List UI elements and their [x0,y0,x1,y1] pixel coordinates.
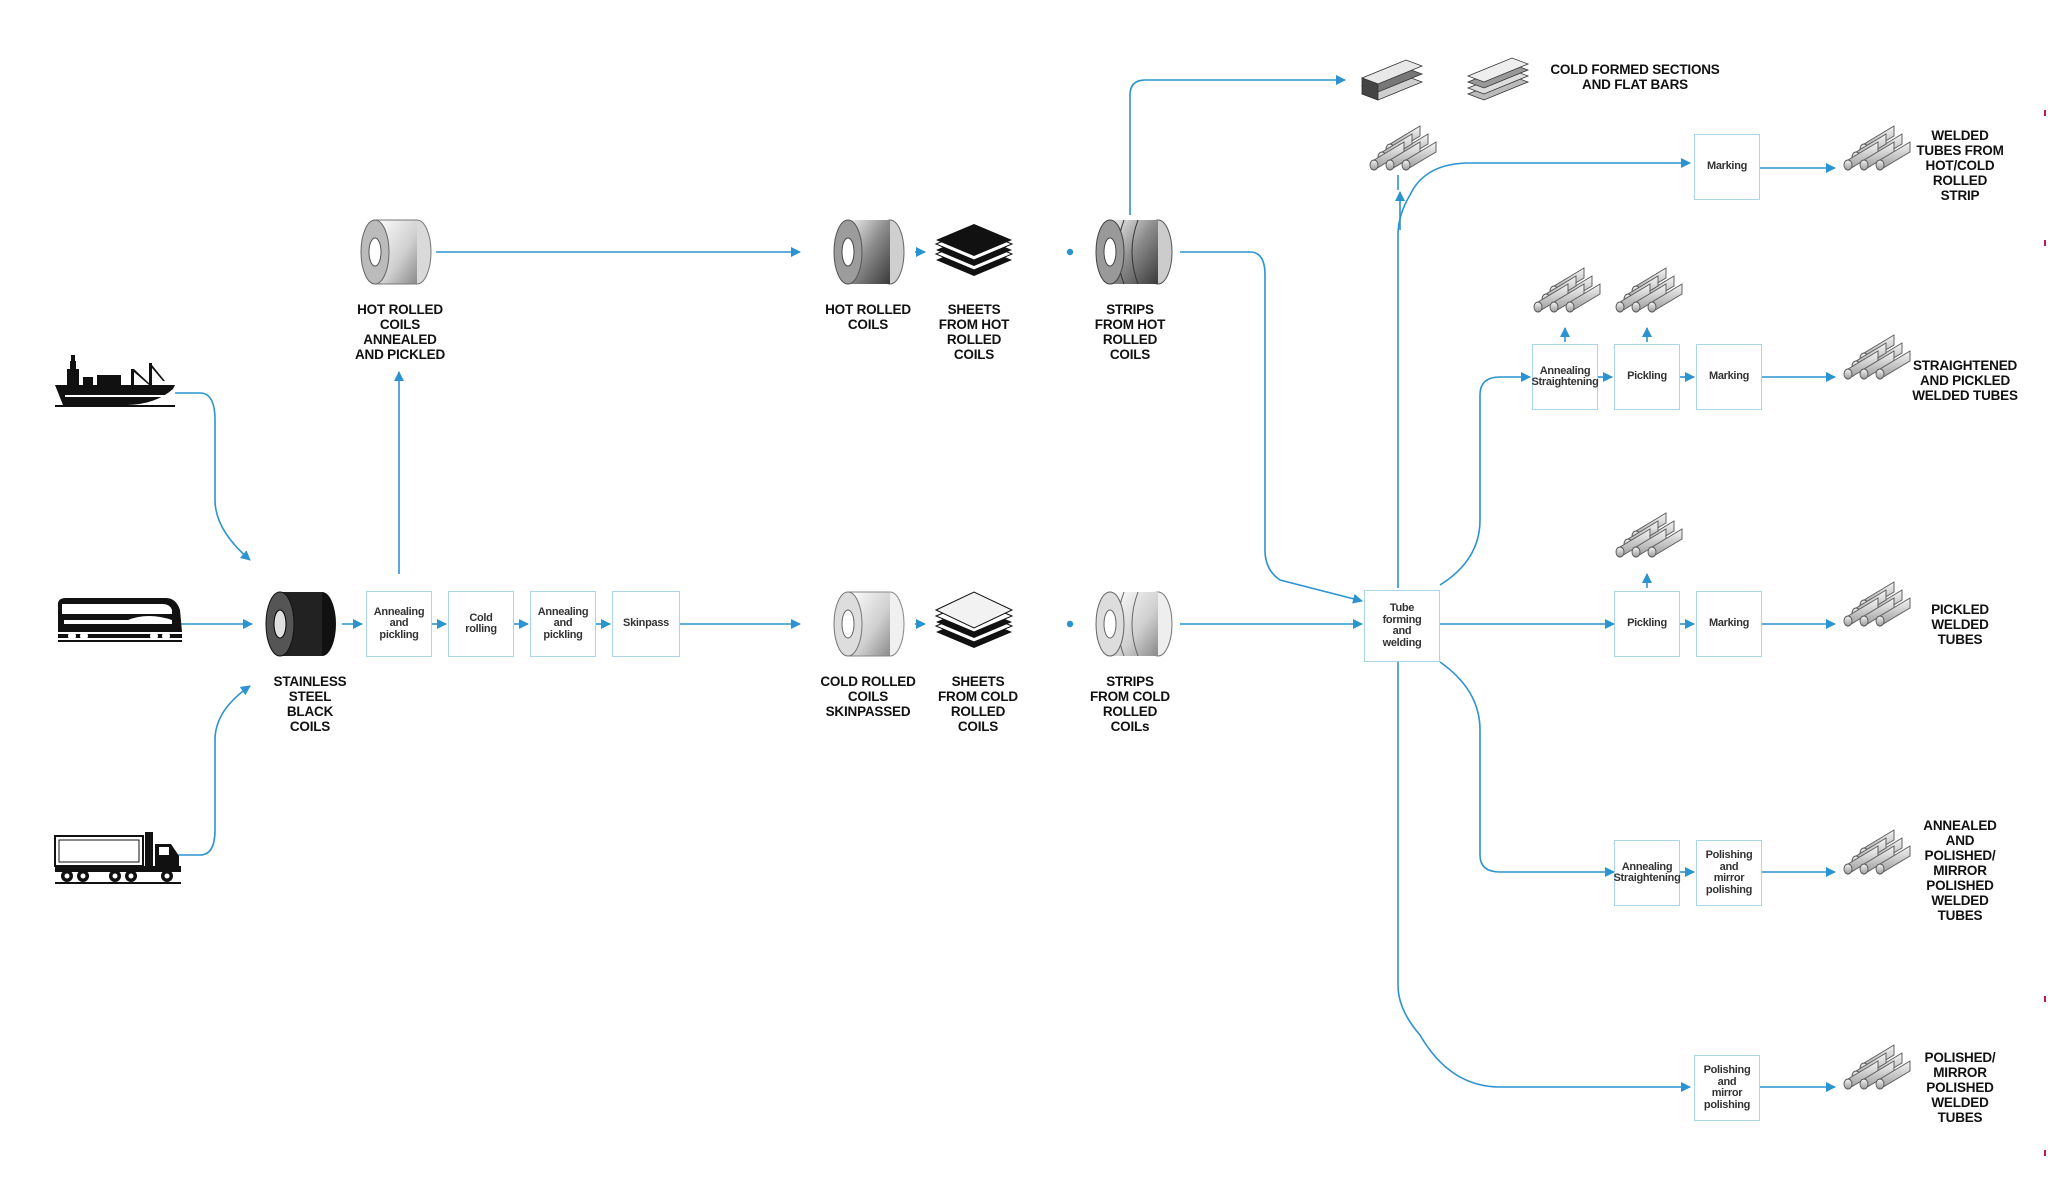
process-label: Annealing and pickling [537,605,589,641]
process-box-pickling-2: Pickling [1614,591,1680,657]
label-output-annealed-polished: ANNEALED AND POLISHED/ MIRROR POLISHED W… [1923,818,1997,923]
process-box-annealing-straightening-2: Annealing Straightening [1613,840,1681,906]
ship-to-coil-arrow [175,392,251,561]
process-label: Marking [1706,160,1748,173]
sheets-cold-icon [934,591,1014,648]
process-label: Polishing and mirror polishing [1705,849,1753,896]
truck-icon [54,832,181,884]
edge-tick [2044,996,2046,1002]
label-output-pickled: PICKLED WELDED TUBES [1931,602,1989,647]
freight-train-icon [58,598,182,642]
process-label: Annealing Straightening [1531,364,1599,388]
sheets-hot-icon [935,223,1013,277]
process-box-marking-2: Marking [1696,344,1762,410]
tube-bundle-icon [1369,125,1437,171]
process-label: Annealing Straightening [1613,860,1681,884]
label-cold-formed-sections: COLD FORMED SECTIONS AND FLAT BARS [1550,62,1720,92]
process-box-skinpass: Skinpass [612,591,680,657]
process-label: Cold rolling [465,611,497,635]
process-label: Pickling [1627,370,1667,383]
process-label: Tube forming and welding [1382,602,1422,649]
label-output-straightened-pickled: STRAIGHTENED AND PICKLED WELDED TUBES [1912,358,2018,403]
label-hot-rolled-annealed: HOT ROLLED COILS ANNEALED AND PICKLED [354,302,446,362]
label-strips-cold: STRIPS FROM COLD ROLLED COILs [1090,674,1170,734]
process-label: Marking [1708,617,1750,630]
process-box-tube-forming: Tube forming and welding [1364,590,1440,662]
label-output-welded-tubes: WELDED TUBES FROM HOT/COLD ROLLED STRIP [1916,128,2004,203]
process-label: Pickling [1627,617,1667,630]
process-label: Skinpass [623,617,669,630]
strips-cold-coil-icon [1095,591,1173,657]
label-sheets-cold: SHEETS FROM COLD ROLLED COILS [938,674,1018,734]
label-stainless-black-coils: STAINLESS STEEL BLACK COILS [273,674,347,734]
process-box-polishing-2: Polishing and mirror polishing [1694,1055,1760,1121]
process-box-pickling-1: Pickling [1614,344,1680,410]
tube-bundle-icon [1615,267,1683,313]
flat-bars-icon [1466,57,1530,101]
cold-rolled-coil-icon [833,591,905,657]
process-label: Polishing and mirror polishing [1703,1064,1751,1111]
label-hot-rolled-coils: HOT ROLLED COILS [825,302,911,332]
label-cold-rolled-coils: COLD ROLLED COILS SKINPASSED [820,674,916,719]
process-label: Annealing and pickling [373,605,425,641]
process-box-marking-3: Marking [1696,591,1762,657]
stainless-black-coil-icon [265,591,336,657]
truck-to-coil-arrow [175,685,251,856]
cold-formed-sections-icon [1361,59,1423,101]
tube-bundle-icon [1615,512,1683,558]
hot-rolled-coil-icon [833,219,905,285]
edge-tick [2044,110,2046,116]
label-output-polished: POLISHED/ MIRROR POLISHED WELDED TUBES [1924,1050,1996,1125]
hot-rolled-annealed-coil-icon [360,219,432,285]
label-strips-hot: STRIPS FROM HOT ROLLED COILS [1094,302,1166,362]
tube-bundle-icon [1533,267,1601,313]
edge-tick [2044,1150,2046,1156]
process-box-annealing-straightening-1: Annealing Straightening [1531,344,1599,410]
process-box-cold-rolling: Cold rolling [448,591,514,657]
label-sheets-hot: SHEETS FROM HOT ROLLED COILS [938,302,1010,362]
process-box-polishing-1: Polishing and mirror polishing [1696,840,1762,906]
process-box-marking-1: Marking [1694,134,1760,200]
process-label: Marking [1708,370,1750,383]
cargo-ship-icon [55,355,175,407]
process-box-annealing-pickling-2: Annealing and pickling [530,591,596,657]
process-box-annealing-pickling-1: Annealing and pickling [366,591,432,657]
edge-tick [2044,240,2046,246]
strips-hot-coil-icon [1095,219,1173,285]
